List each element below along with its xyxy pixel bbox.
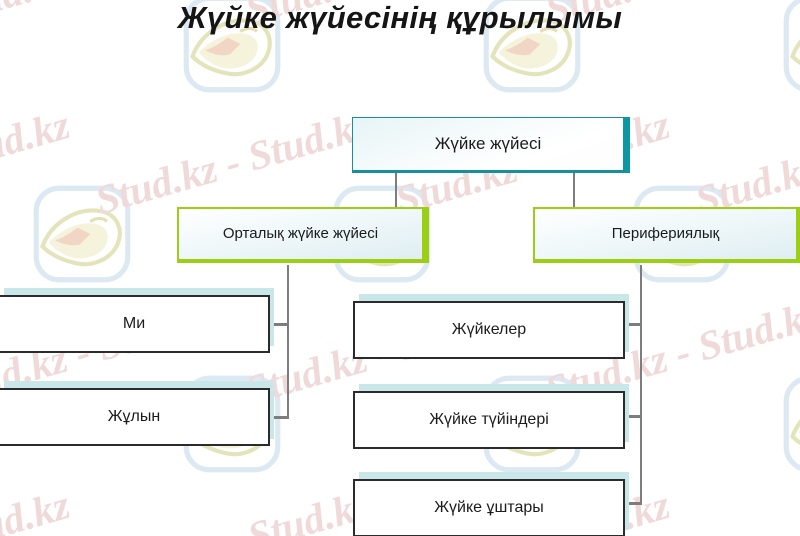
node-peripheral-nervous-system[interactable]: Перифериялық <box>533 207 800 263</box>
connector-root-to-central <box>395 170 397 208</box>
node-central-nervous-system-label: Орталық жүйке жүйесі <box>222 225 379 243</box>
node-central-nervous-system[interactable]: Орталық жүйке жүйесі <box>177 207 429 263</box>
watermark-text: Stud.kz - Stud.kz <box>0 101 75 223</box>
watermark-tile: Stud.kz - Stud.kz <box>30 481 390 536</box>
connector-peripheral-to-nerves <box>617 323 642 326</box>
node-spinal-cord[interactable]: Жұлын <box>0 388 270 446</box>
node-spinal-cord-label: Жұлын <box>107 407 161 425</box>
node-brain[interactable]: Ми <box>0 295 270 353</box>
connector-peripheral-to-endings <box>617 502 642 505</box>
watermark-text: Stud.kz - Stud.kz <box>690 480 800 536</box>
node-nerve-ganglia-label: Жүйке түйіндері <box>429 410 549 428</box>
node-peripheral-nervous-system-label: Перифериялық <box>611 225 720 243</box>
connector-peripheral-to-ganglia <box>617 415 642 418</box>
watermark-text: Stud.kz - Stud.kz <box>90 101 375 224</box>
watermark-text: Stud.kz - Stud.kz <box>90 480 375 536</box>
connector-central-spine <box>287 265 289 418</box>
watermark-bird-logo-icon <box>30 182 134 286</box>
page-title: Жүйке жүйесінің құрылымы <box>177 0 623 35</box>
node-brain-label: Ми <box>122 314 146 332</box>
node-nerve-endings[interactable]: Жүйке ұштары <box>353 479 625 536</box>
watermark-tile: Stud.kz - Stud.kz <box>0 481 90 536</box>
watermark-tile: Stud.kz - Stud.kz <box>780 320 800 510</box>
node-nervous-system[interactable]: Жүйке жүйесі <box>352 117 630 173</box>
watermark-tile: Stud.kz - Stud.kz <box>630 481 800 536</box>
node-nerve-endings-label: Жүйке ұштары <box>434 498 544 516</box>
node-nerves[interactable]: Жүйкелер <box>353 301 625 359</box>
node-nerve-ganglia[interactable]: Жүйке түйіндері <box>353 391 625 449</box>
connector-root-to-peripheral <box>573 170 575 208</box>
node-nerves-label: Жүйкелер <box>451 320 527 338</box>
node-nervous-system-label: Жүйке жүйесі <box>434 134 542 154</box>
watermark-text: Stud.kz - Stud.kz <box>690 101 800 224</box>
watermark-bird-logo-icon <box>780 372 800 476</box>
connector-central-to-brain <box>264 323 289 326</box>
connector-peripheral-spine <box>640 265 642 505</box>
watermark-text: Stud.kz - Stud.kz <box>0 480 75 536</box>
